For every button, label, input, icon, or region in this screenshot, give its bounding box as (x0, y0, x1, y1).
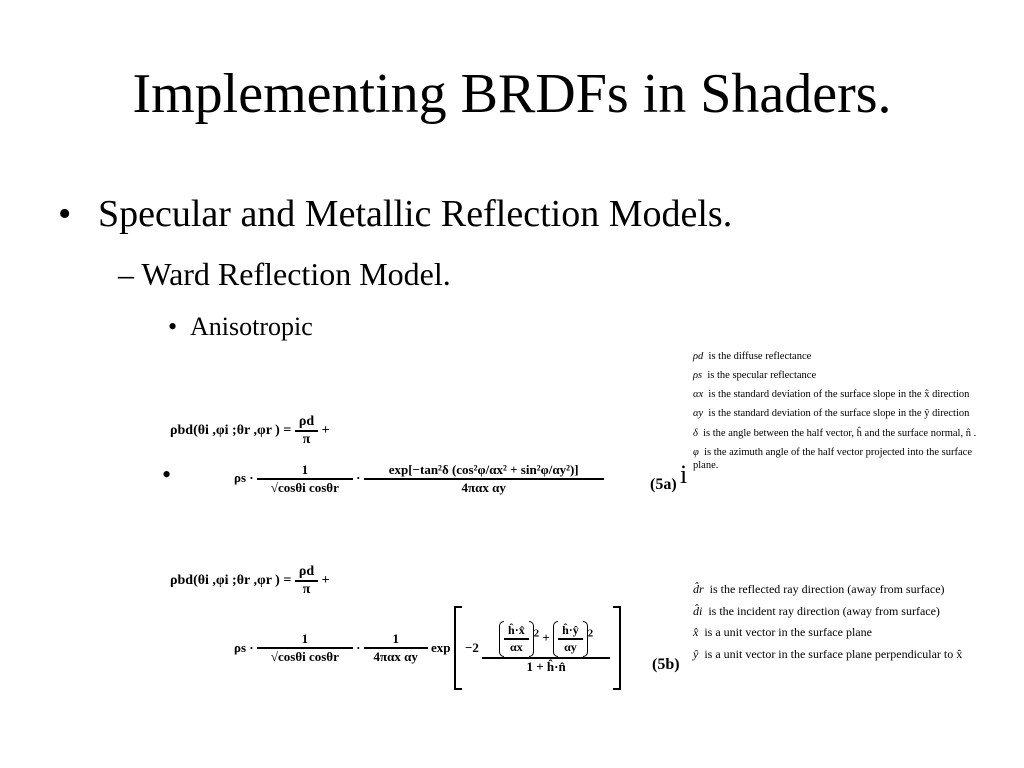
bullet-level3: • Anisotropic (168, 312, 313, 342)
bullet-level2: – Ward Reflection Model. (118, 256, 451, 293)
eq5a-rho-s: ρs · (234, 469, 254, 485)
eq5b-inner-den: 1 + ĥ·n̂ (526, 659, 566, 674)
eq5a-plus: + (321, 423, 330, 439)
definition-row: x̂ is a unit vector in the surface plane (693, 625, 872, 640)
eq5a-term2: exp[−tan²δ (cos²φ/αx² + sin²φ/αy²)] 4παx… (363, 462, 604, 496)
bullet-level2-text: Ward Reflection Model. (141, 256, 451, 292)
definition-row: ŷ is a unit vector in the surface plane … (693, 646, 963, 661)
eq5b-inner-a: ĥ·x̂ αx (504, 623, 529, 655)
eq5a-term1: 1 √cosθi cosθr (256, 462, 353, 496)
definition-row: φ is the azimuth angle of the half vecto… (693, 446, 972, 471)
eq5b-inner-num: ĥ·x̂ αx 2 + ĥ·ŷ αy 2 (482, 621, 611, 659)
eq5b-right-bracket (613, 606, 622, 690)
eq5a-frac-den: π (302, 432, 311, 447)
eq5a-term1-num: 1 (256, 462, 353, 480)
definition-row: δ is the angle between the half vector, … (693, 427, 977, 439)
bullet-level1-text: Specular and Metallic Reflection Models. (98, 193, 733, 235)
stray-i-glyph: i (680, 460, 688, 489)
eq5a-term1-den: √cosθi cosθr (270, 480, 339, 495)
eq5b-lhs: ρbd(θi ,φi ;θr ,φr ) = (170, 573, 292, 589)
eq5a-lhs: ρbd(θi ,φi ;θr ,φr ) = (170, 423, 292, 439)
equation-5b-lhs: ρbd(θi ,φi ;θr ,φr ) = ρd π + (170, 564, 330, 598)
eq5a-frac-num: ρd (294, 414, 319, 432)
eq5b-inner-b: ĥ·ŷ αy (558, 623, 583, 655)
eq5b-term1-num: 1 (256, 631, 353, 649)
eq5b-inner-frac: ĥ·x̂ αx 2 + ĥ·ŷ αy 2 1 + ĥ·n̂ (482, 621, 611, 675)
eq5b-diffuse-frac: ρd π (294, 564, 319, 598)
bullet-level3-text: Anisotropic (190, 312, 313, 341)
equation-5a-rhs: ρs · 1 √cosθi cosθr · exp[−tan²δ (cos²φ/… (234, 462, 604, 496)
eq5b-term2: 1 4παx αy (363, 631, 428, 665)
eq5b-number: (5b) (652, 656, 680, 673)
eq5a-diffuse-frac: ρd π (294, 414, 319, 448)
eq5b-term1: 1 √cosθi cosθr (256, 631, 353, 665)
eq5a-term2-num: exp[−tan²δ (cos²φ/αx² + sin²φ/αy²)] (363, 462, 604, 480)
eq5b-term2-num: 1 (363, 631, 428, 649)
eq5b-term2-den: 4παx αy (373, 649, 418, 664)
eq5b-left-bracket (453, 606, 462, 690)
definition-row: ρs is the specular reflectance (693, 370, 817, 382)
slide-title: Implementing BRDFs in Shaders. (132, 63, 892, 125)
eq5b-plus: + (321, 573, 330, 589)
eq5b-inner-coeff: −2 (464, 640, 479, 655)
eq5a-term2-den: 4παx αy (461, 480, 506, 495)
eq5b-rho-s: ρs · (234, 640, 254, 655)
definitions-5b: d̂r is the reflected ray direction (away… (693, 580, 1023, 666)
definition-row: αx is the standard deviation of the surf… (693, 389, 970, 401)
equation-5a-lhs: ρbd(θi ,φi ;θr ,φr ) = ρd π + (170, 414, 330, 448)
definition-row: d̂i is the incident ray direction (away … (693, 603, 940, 618)
eq5b-frac-den: π (302, 582, 311, 597)
bullet-level1: • Specular and Metallic Reflection Models… (58, 192, 732, 236)
definition-row: d̂r is the reflected ray direction (away… (693, 582, 945, 596)
eq5a-number: (5a) (650, 476, 677, 493)
eq5b-exp: exp (430, 640, 451, 655)
definition-row: ρd is the diffuse reflectance (693, 351, 812, 362)
stray-bullet-glyph: • (162, 460, 172, 489)
eq5b-frac-num: ρd (294, 564, 319, 582)
bullet-dot: • (58, 193, 72, 235)
definitions-5a: ρd is the diffuse reflectance ρs is the … (693, 350, 998, 478)
equation-5b-rhs: ρs · 1 √cosθi cosθr · 1 4παx αy exp −2 ĥ… (234, 606, 622, 690)
bullet-dot-small: • (168, 312, 178, 341)
eq5b-term1-den: √cosθi cosθr (270, 649, 339, 664)
bullet-dash: – (118, 256, 134, 292)
definition-row: αy is the standard deviation of the surf… (693, 408, 970, 420)
